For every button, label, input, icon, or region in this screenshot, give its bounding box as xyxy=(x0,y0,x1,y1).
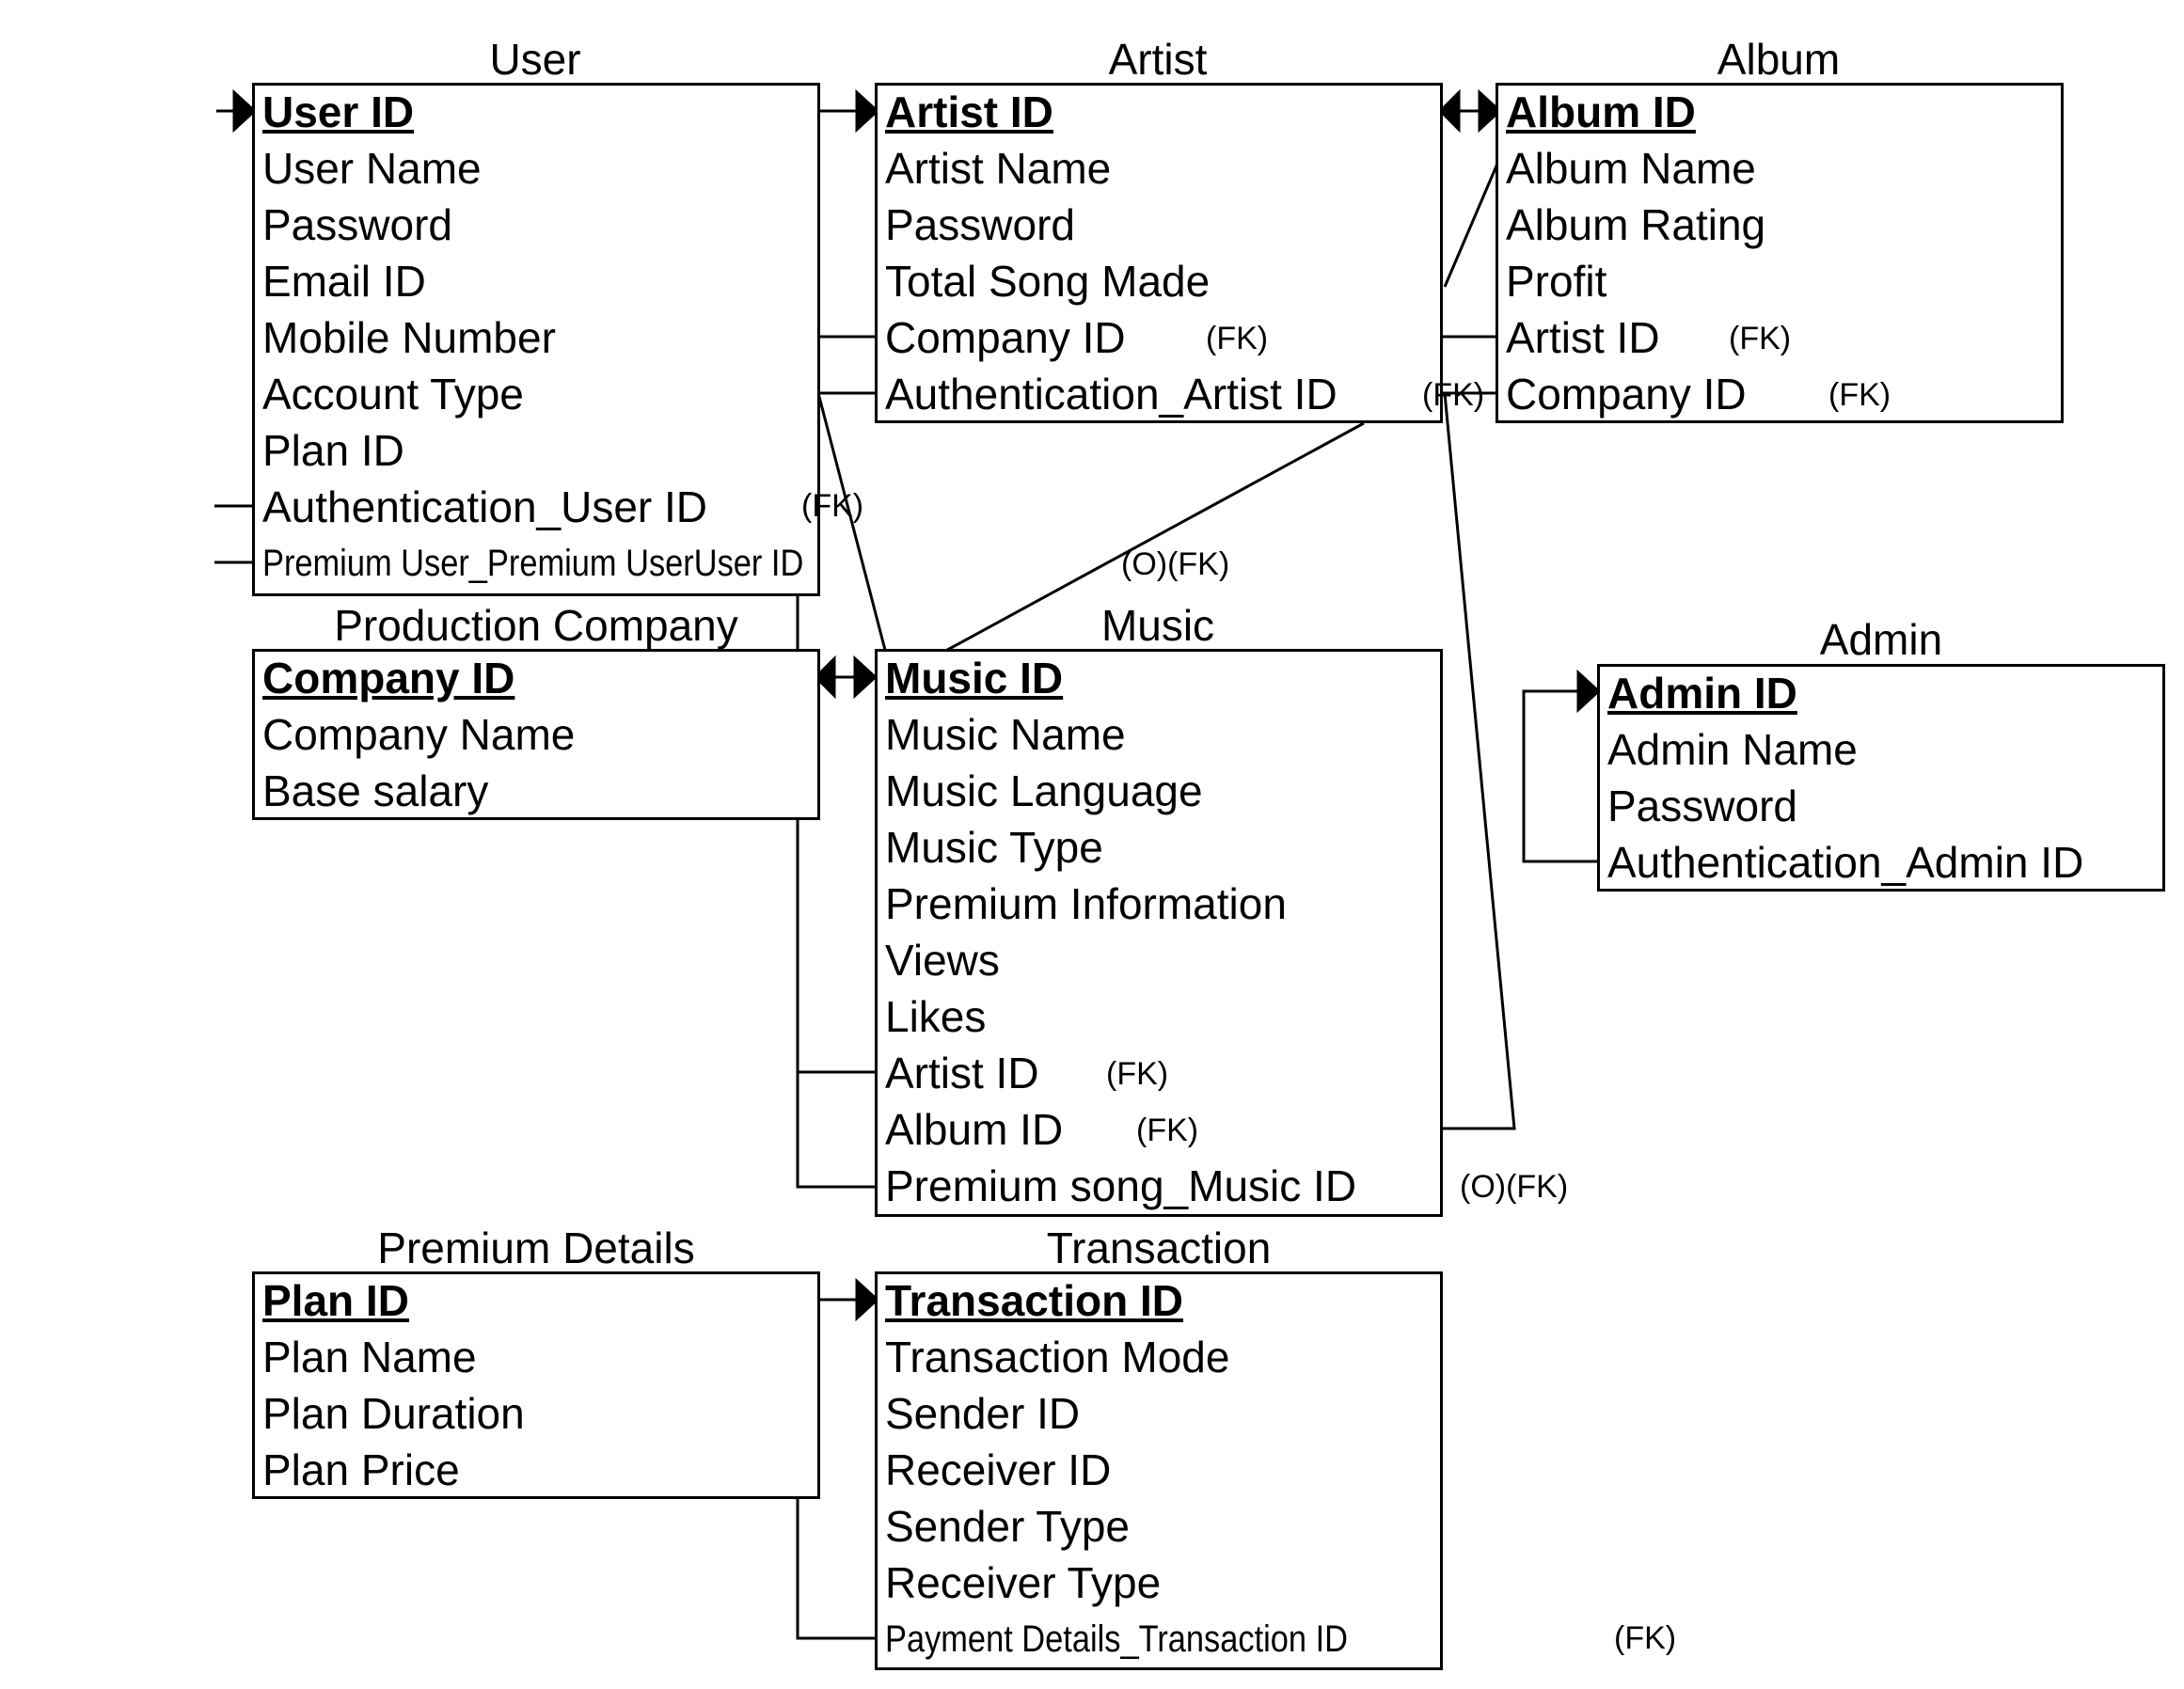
fk-label: (FK) xyxy=(1422,377,1485,413)
admin-title: Admin xyxy=(1819,615,1943,664)
admin-attr: Password xyxy=(1607,781,1797,830)
arrowhead-icon xyxy=(814,655,836,700)
album-attr: Album Rating xyxy=(1506,200,1766,249)
user-music-diagonal xyxy=(816,392,888,655)
premium-details-attr: Plan Duration xyxy=(262,1389,525,1438)
user-attr: Account Type xyxy=(262,370,524,418)
transaction-attr: Payment Details_Transaction ID xyxy=(885,1618,1349,1660)
music-attr: Music Language xyxy=(885,766,1203,815)
album-artist-diagonal xyxy=(1443,150,1505,288)
fk-label: (FK) xyxy=(1106,1056,1169,1092)
music-entity: Music ID Music Name Music Language Music… xyxy=(875,649,1443,1217)
user-entity: User ID User Name Password Email ID Mobi… xyxy=(252,83,820,596)
transaction-title: Transaction xyxy=(1046,1223,1272,1272)
music-attr: Music ID xyxy=(885,654,1064,702)
user-attr: Mobile Number xyxy=(262,313,556,362)
artist-attr: Artist Name xyxy=(885,144,1112,193)
music-attr: Likes xyxy=(885,992,987,1041)
premium-details-entity: Plan ID Plan Name Plan Duration Plan Pri… xyxy=(252,1271,820,1499)
fk-label: (FK) xyxy=(1729,321,1792,356)
user-attr: User ID xyxy=(262,87,415,136)
user-attr: Password xyxy=(262,200,452,249)
fk-label: (FK) xyxy=(1136,1113,1199,1148)
album-attr: Artist ID xyxy=(1506,313,1660,362)
admin-attr: Admin Name xyxy=(1607,725,1858,774)
production-company-attr: Base salary xyxy=(262,766,489,815)
user-attr: Plan ID xyxy=(262,426,404,475)
arrowhead-icon xyxy=(855,88,879,134)
production-company-attr: Company Name xyxy=(262,710,576,759)
premium-details-attr: Plan ID xyxy=(262,1276,409,1325)
admin-entity: Admin ID Admin Name Password Authenticat… xyxy=(1597,664,2165,892)
transaction-attr: Sender Type xyxy=(885,1502,1131,1551)
music-attr: Music Name xyxy=(885,710,1126,759)
music-album-connector xyxy=(1437,392,1516,1130)
fk-label: (O)(FK) xyxy=(1460,1169,1569,1205)
arrowhead-icon xyxy=(1438,88,1461,134)
music-fk-vertical xyxy=(796,820,878,1189)
music-attr: Artist ID xyxy=(885,1049,1039,1097)
premium-details-title: Premium Details xyxy=(377,1223,695,1272)
artist-attr: Company ID xyxy=(885,313,1126,362)
music-title: Music xyxy=(1100,601,1215,650)
arrowhead-icon xyxy=(1576,669,1601,714)
music-attr: Music Type xyxy=(885,823,1103,872)
album-entity: Album ID Album Name Album Rating Profit … xyxy=(1496,83,2064,423)
arrowhead-icon xyxy=(853,655,878,700)
transaction-attr: Sender ID xyxy=(885,1389,1081,1438)
admin-self-reference xyxy=(1522,689,1599,863)
artist-attr: Total Song Made xyxy=(885,257,1211,306)
album-title: Album xyxy=(1717,35,1841,84)
fk-label: (FK) xyxy=(801,488,864,524)
user-attr: Premium User_Premium UserUser ID xyxy=(262,543,804,584)
arrowhead-icon xyxy=(855,1277,879,1322)
production-company-entity: Company ID Company Name Base salary xyxy=(252,649,820,820)
user-title: User xyxy=(489,35,581,84)
artist-attr: Authentication_Artist ID xyxy=(885,370,1337,418)
transaction-entity: Transaction ID Transaction Mode Sender I… xyxy=(875,1271,1443,1670)
admin-attr: Admin ID xyxy=(1607,669,1797,718)
fk-label: (FK) xyxy=(1828,377,1891,413)
arrowhead-icon xyxy=(232,88,257,134)
user-attr: User Name xyxy=(262,144,482,193)
music-attr: Premium Information xyxy=(885,879,1287,928)
album-attr: Company ID xyxy=(1506,370,1747,418)
production-company-attr: Company ID xyxy=(262,654,515,702)
album-attr: Profit xyxy=(1506,257,1607,306)
production-company-title: Production Company xyxy=(334,601,738,650)
artist-title: Artist xyxy=(1108,35,1208,84)
transaction-attr: Receiver Type xyxy=(885,1558,1162,1607)
artist-music-diagonal xyxy=(940,421,1365,655)
album-attr: Album ID xyxy=(1506,87,1696,136)
premium-details-attr: Plan Price xyxy=(262,1445,460,1494)
premium-details-attr: Plan Name xyxy=(262,1333,477,1381)
artist-entity: Artist ID Artist Name Password Total Son… xyxy=(875,83,1443,423)
user-attr: Email ID xyxy=(262,257,426,306)
music-attr: Album ID xyxy=(885,1105,1064,1154)
transaction-attr: Transaction Mode xyxy=(885,1333,1230,1381)
artist-attr: Artist ID xyxy=(885,87,1053,136)
transaction-attr: Transaction ID xyxy=(885,1276,1183,1325)
fk-label: (FK) xyxy=(1206,321,1269,356)
music-attr: Views xyxy=(885,936,1000,985)
album-attr: Album Name xyxy=(1506,144,1756,193)
user-attr: Authentication_User ID xyxy=(262,482,708,531)
fk-label: (O)(FK) xyxy=(1121,546,1230,582)
admin-attr: Authentication_Admin ID xyxy=(1607,838,2084,887)
premium-payment-connector xyxy=(796,1499,878,1640)
arrowhead-icon xyxy=(1478,88,1502,134)
fk-label: (FK) xyxy=(1614,1620,1677,1656)
music-attr: Premium song_Music ID xyxy=(885,1161,1357,1210)
transaction-attr: Receiver ID xyxy=(885,1445,1112,1494)
artist-attr: Password xyxy=(885,200,1075,249)
